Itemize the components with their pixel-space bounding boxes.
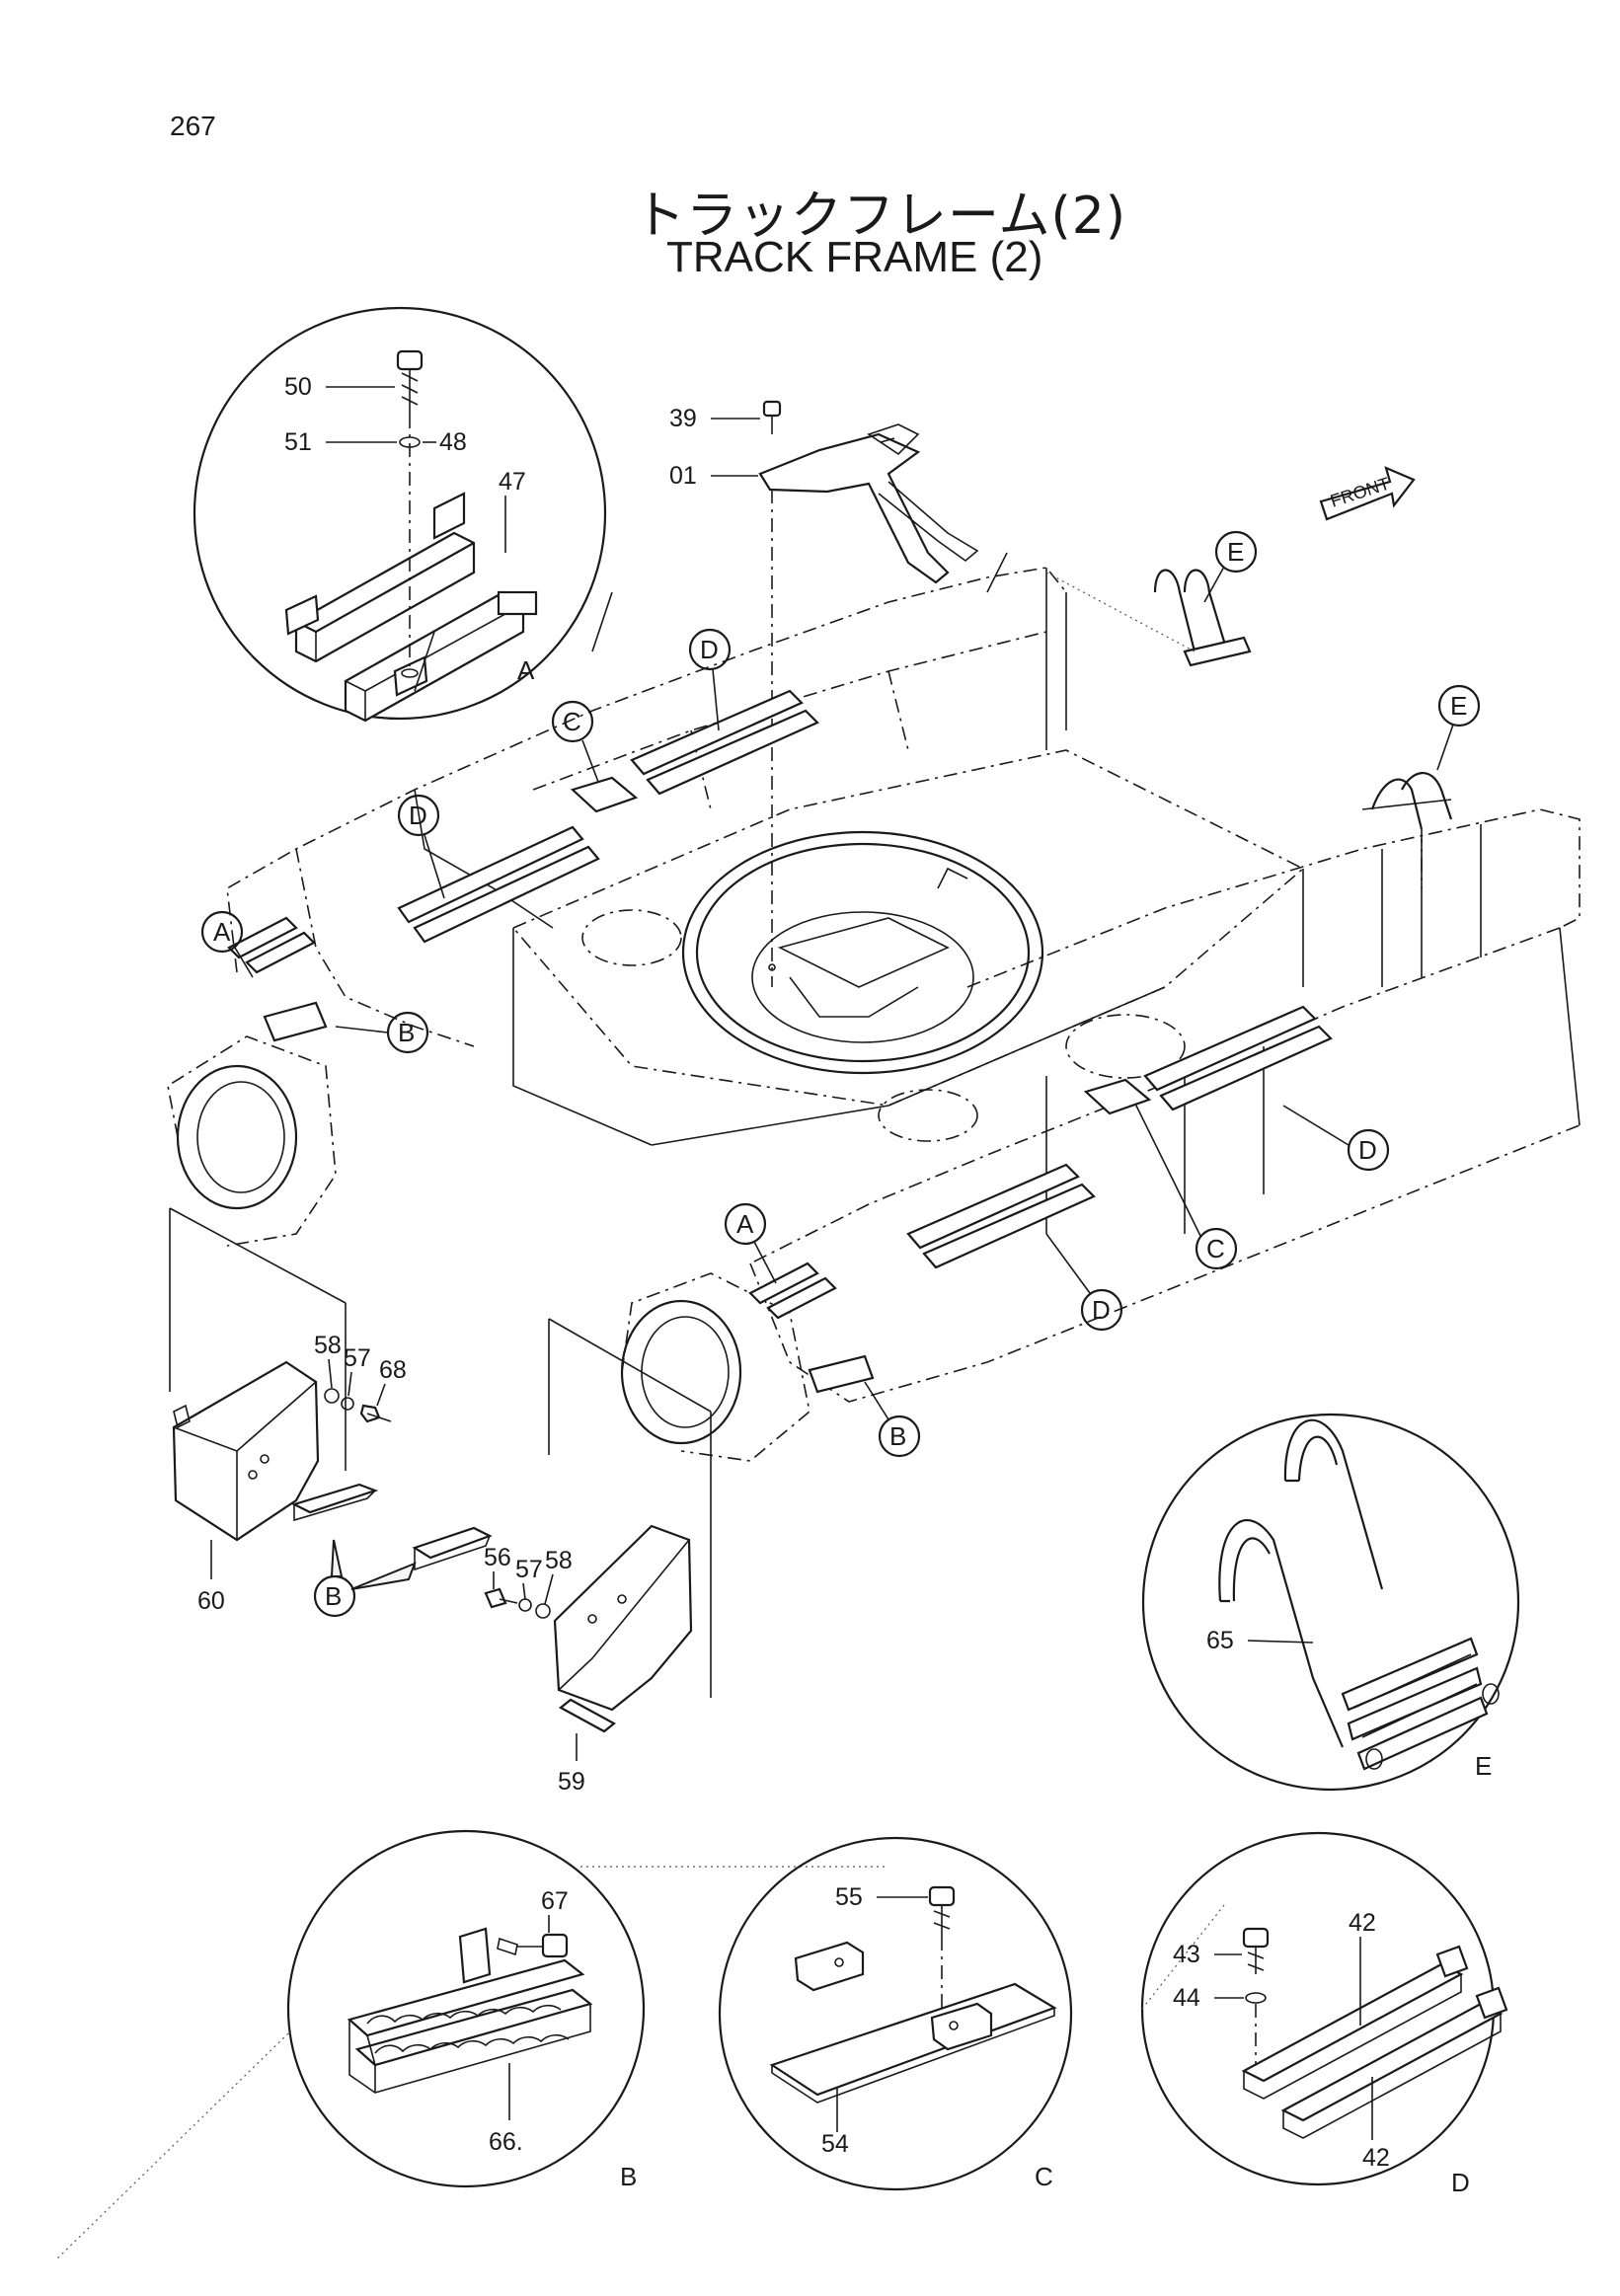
balloon-c2-label: C	[1206, 1234, 1225, 1263]
balloon-b2: B	[864, 1381, 921, 1458]
detail-e-circle	[1141, 1413, 1520, 1792]
title-english: TRACK FRAME (2)	[666, 233, 1043, 281]
balloon-d2: D	[688, 628, 732, 731]
frame-rails	[227, 569, 1453, 1394]
callout-57a: 57	[344, 1344, 371, 1372]
balloon-b1: B	[335, 1011, 429, 1054]
callout-60: 60	[197, 1587, 225, 1615]
callout-42a: 42	[1349, 1909, 1376, 1937]
detail-d-letter: D	[1451, 2168, 1470, 2197]
bracket-01-assembly: 39 01	[669, 400, 979, 987]
page-number: 267	[170, 111, 216, 141]
cover-60-assembly: 60 58 57 68	[169, 1207, 407, 1615]
callout-01: 01	[669, 462, 697, 490]
balloon-c1: C	[551, 700, 599, 783]
balloon-d1-label: D	[409, 801, 427, 830]
balloon-a2-label: A	[736, 1209, 754, 1239]
detail-e: 65 E	[1141, 1413, 1520, 1792]
callout-48: 48	[439, 428, 467, 456]
detail-c: 55 54 C	[718, 1836, 1073, 2191]
detail-a-letter: A	[517, 655, 535, 685]
callout-55: 55	[835, 1883, 863, 1911]
detail-d: 43 44 42 42 D	[1140, 1831, 1508, 2197]
balloon-c1-label: C	[563, 707, 581, 736]
balloon-b3: B	[313, 1539, 417, 1618]
balloon-e2: E	[1436, 684, 1481, 771]
front-arrow: FRONT	[1319, 466, 1416, 521]
balloon-e1: E	[1203, 530, 1258, 603]
detail-c-letter: C	[1035, 2162, 1053, 2191]
balloon-e1-label: E	[1227, 537, 1244, 567]
balloon-d3: D	[1282, 1105, 1390, 1172]
balloon-a1: A	[200, 910, 254, 978]
balloon-b3-label: B	[325, 1581, 342, 1611]
title-japanese: トラックフレーム(2)	[634, 187, 1127, 246]
detail-b-circle	[286, 1829, 646, 2188]
balloon-d3-label: D	[1358, 1135, 1377, 1165]
balloon-d1: D	[397, 794, 445, 899]
callout-50: 50	[284, 373, 312, 401]
callout-67: 67	[541, 1887, 569, 1915]
detail-a-circle	[193, 306, 607, 721]
step-b-loose	[291, 1483, 493, 1571]
balloon-b2-label: B	[889, 1421, 906, 1451]
balloon-d4: D	[1045, 1233, 1123, 1332]
callout-59: 59	[558, 1768, 585, 1796]
detail-a: 50 51 48 47 A	[193, 306, 607, 723]
detail-b: 67 66. B	[54, 1829, 888, 2261]
callout-42b: 42	[1362, 2144, 1390, 2172]
balloon-d4-label: D	[1092, 1295, 1111, 1325]
balloon-c2: C	[1134, 1103, 1238, 1270]
callout-58b: 58	[545, 1547, 573, 1574]
balloon-a2: A	[724, 1202, 777, 1284]
callout-44: 44	[1173, 1984, 1200, 2012]
balloon-group: A B C D D E E	[200, 530, 1481, 1618]
callout-65: 65	[1206, 1627, 1234, 1654]
callout-47: 47	[499, 468, 526, 496]
balloon-b1-label: B	[398, 1018, 415, 1047]
detail-e-letter: E	[1475, 1751, 1492, 1781]
balloon-e2-label: E	[1450, 691, 1467, 721]
callout-39: 39	[669, 405, 697, 432]
callout-56: 56	[484, 1544, 511, 1571]
callout-54: 54	[821, 2130, 849, 2158]
detail-b-letter: B	[620, 2162, 637, 2191]
callout-43: 43	[1173, 1941, 1200, 1968]
cover-59-assembly: 59 56 57 58	[484, 1318, 712, 1796]
detail-c-circle	[718, 1836, 1073, 2191]
track-frame-body	[167, 552, 1581, 1462]
balloon-d2-label: D	[700, 635, 719, 664]
callout-66: 66.	[489, 2128, 523, 2156]
balloon-a1-label: A	[213, 917, 231, 947]
callout-57b: 57	[515, 1556, 543, 1583]
callout-51: 51	[284, 428, 312, 456]
callout-58a: 58	[314, 1332, 342, 1359]
callout-68: 68	[379, 1356, 407, 1384]
